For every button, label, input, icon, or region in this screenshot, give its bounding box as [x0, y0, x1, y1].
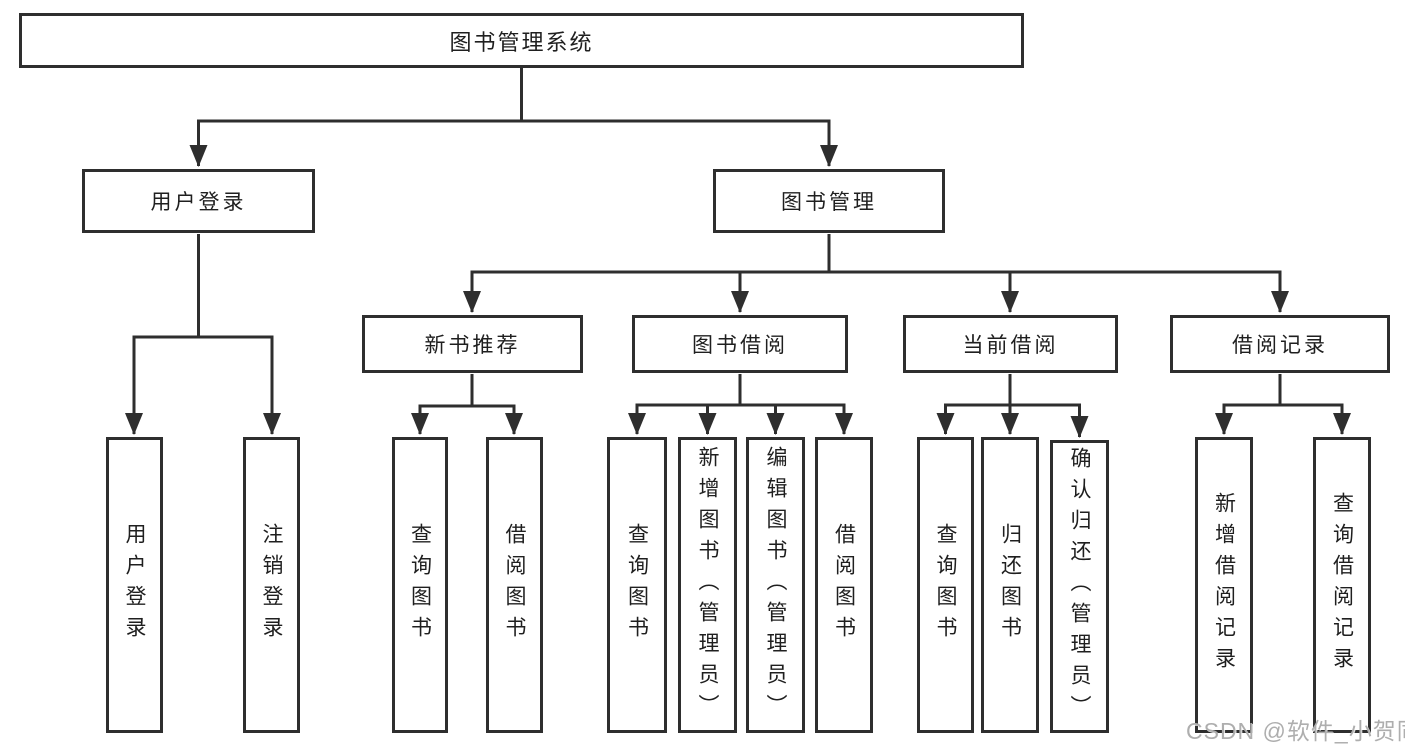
leaf-confirm-return-admin: 确认归还（管理员）: [1050, 440, 1109, 733]
leaf-label: 查询借阅记录: [1330, 492, 1354, 678]
leaf-label: 借阅图书: [832, 523, 856, 647]
leaf-borrow-books: 借阅图书: [486, 437, 543, 733]
leaf-query-books: 查询图书: [392, 437, 448, 733]
node-user-login: 用户登录: [82, 169, 315, 233]
leaf-logout: 注销登录: [243, 437, 300, 733]
leaf-label: 新增借阅记录: [1212, 492, 1236, 678]
node-current-borrowing: 当前借阅: [903, 315, 1118, 373]
node-label: 图书管理: [781, 191, 877, 214]
leaf-return-books: 归还图书: [981, 437, 1039, 733]
leaf-add-books-admin: 新增图书（管理员）: [678, 437, 737, 733]
leaf-label: 归还图书: [998, 523, 1022, 647]
csdn-watermark: CSDN @软件_小贺同学: [1186, 718, 1405, 744]
leaf-query-books: 查询图书: [607, 437, 667, 733]
node-library-management-system: 图书管理系统: [19, 13, 1024, 68]
node-book-management: 图书管理: [713, 169, 945, 233]
leaf-label: 借阅图书: [503, 523, 526, 647]
leaf-query-books: 查询图书: [917, 437, 974, 733]
leaf-label: 注销登录: [260, 523, 283, 647]
leaf-add-borrow-record: 新增借阅记录: [1195, 437, 1253, 733]
node-borrowing-records: 借阅记录: [1170, 315, 1390, 373]
leaf-edit-books-admin: 编辑图书（管理员）: [746, 437, 805, 733]
leaf-user-login: 用户登录: [106, 437, 163, 733]
leaf-label: 查询图书: [408, 523, 432, 647]
leaf-label: 查询图书: [625, 523, 649, 647]
node-label: 图书借阅: [692, 334, 788, 357]
node-label: 新书推荐: [424, 334, 521, 357]
leaf-label: 查询图书: [934, 523, 957, 647]
node-book-borrowing: 图书借阅: [632, 315, 848, 373]
leaf-borrow-books: 借阅图书: [815, 437, 873, 733]
node-label: 当前借阅: [962, 334, 1059, 357]
leaf-label: 用户登录: [123, 523, 146, 647]
leaf-label: 确认归还（管理员）: [1068, 447, 1091, 726]
node-label: 用户登录: [150, 191, 247, 214]
node-label: 图书管理系统: [449, 29, 594, 55]
leaf-label: 新增图书（管理员）: [696, 445, 719, 725]
node-new-book-recommendation: 新书推荐: [362, 315, 583, 373]
leaf-label: 编辑图书（管理员）: [764, 445, 787, 725]
leaf-query-borrow-record: 查询借阅记录: [1313, 437, 1371, 733]
node-label: 借阅记录: [1232, 334, 1328, 357]
